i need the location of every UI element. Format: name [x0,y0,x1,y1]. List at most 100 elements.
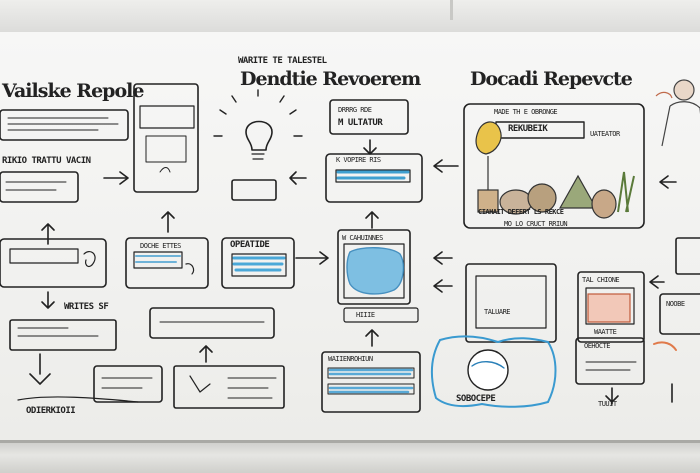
left-text-box [0,171,79,203]
phone-icon [159,167,171,173]
cloud-globe [467,349,509,391]
far-right-box [659,293,700,335]
arrow-left-far [659,175,677,189]
blue-bars-center-bottom [328,368,414,394]
arrow-up-col2-b [199,345,213,363]
center-bottom-bar-2 [327,383,415,395]
veg-corn-icon [475,121,502,155]
arrow-left-right-col-c [433,279,453,293]
arrow-down-right [605,387,619,405]
blue-col2 [135,255,181,263]
arrow-up-center [365,211,379,229]
right-photo-frame [463,103,645,229]
right-panel [465,263,557,343]
lightbulb-rays [213,89,303,137]
center-panel-label: W CAHUINNES [342,234,383,242]
col2-card-inner [133,251,183,269]
arrow-left-right-col-b [433,251,453,265]
header-left: Vailske Repole [2,80,144,102]
arrow-right-center [295,251,329,265]
center-top-box-label-2: M ULTATUR [338,118,383,128]
header-right: Docadi Repevcte [470,68,633,90]
blue-highlight-center-mid [336,170,410,180]
right-small-box-inner [585,287,635,325]
left-notes-box [0,109,129,141]
left-underline [17,396,139,403]
bottom-right-lines [585,361,637,371]
whiteboard-tray [0,440,700,473]
left-card-squiggle [83,250,96,268]
whiteboard: Vailske Repole WARITE TE TALESTEL Dendti… [0,32,700,440]
lightbulb-base [251,153,265,160]
center-mid-bar [335,169,411,183]
left-mid-label: WRITES SF [64,302,109,312]
orange-mark-far-right [653,341,677,351]
right-photo-label: REKUBEIK [508,124,548,134]
col2-card-arrow [185,263,195,275]
veg-pot [477,189,499,213]
header-center-small: WARITE TE TALESTEL [238,56,327,66]
left-card [0,238,107,288]
right-photo-title: MADE TH E OBRONGE [494,108,558,116]
bottom-right-box [575,337,645,385]
bottom-right-caption: TUUIT [598,400,617,408]
far-right-card [675,237,700,275]
cloud-globe-curve [471,361,505,369]
col2-wide-box [149,307,275,339]
arrow-down-left [41,291,55,309]
center-panel-caption: HIIIE [356,311,375,319]
left-text-lines [5,181,67,191]
center-bottom-bar-1 [327,367,415,379]
center-mid-label: K VOPIRE RIS [336,156,381,164]
right-panel-inner [475,275,547,329]
left-caption: RIKIO TRATTU VACIN [2,156,91,166]
col2-card [125,237,209,289]
center-panel-caption-box [343,307,419,323]
arrow-up-col2 [161,211,175,233]
left-card-inner [9,248,79,264]
center-bottom-label: WAIIENROHIUN [328,355,373,363]
whiteboard-drawings [0,79,700,413]
right-photo-side: UATEATOR [590,130,620,138]
col2-bottom-lines [101,377,153,389]
center-panel-inner [343,243,405,299]
col2-bottom-panel-lines [227,377,277,399]
blue-blob-center [346,247,405,295]
col2-bottom-sketch [189,375,211,393]
blue-highlight-col3 [232,256,286,272]
right-caption: CIAHAIT DEFERT LS REKCE [478,208,564,216]
arrow-down-center [363,139,377,155]
center-bottom-box [321,351,421,413]
arrow-left-right-col [433,159,459,173]
right-small-box-caption: WAATTE [594,328,617,336]
phone-screen [145,135,187,163]
right-caption-2: MO LO CRUCT RRIUN [504,220,568,228]
col3-box-label: OPEATIDE [230,240,270,250]
center-top-box-label: DRRRG RDE [338,106,372,114]
arrow-left-far-b [649,275,665,289]
blue-cloud-bottom [430,335,557,408]
bottom-right-box-label: OEHOCTE [584,342,611,350]
right-small-box-label: TAL CHIONE [582,276,620,284]
veg-squash-icon [591,189,617,219]
arrow-down-left-2 [29,353,51,385]
bottom-cloud-label: SOBOCEPE [456,394,496,404]
left-bottom-text: ODIERKIOII [26,406,76,416]
header-center: Dendtie Revoerem [240,68,421,90]
far-right-box-label: NOOBE [666,300,685,308]
veg-herbs-icon [617,171,635,213]
col2-bottom-box [93,365,163,403]
phone-sketch [133,83,199,193]
arrow-up-left [41,223,55,245]
lightbulb-label-box [231,179,277,201]
arrow-right-col2 [103,171,129,185]
veg-onion-icon [527,183,557,213]
frame-clip [450,0,453,20]
arrow-up-center-b [365,329,379,347]
center-panel [337,229,411,305]
left-bottom-box [9,319,117,351]
col3-card [221,237,295,289]
arrow-left-bulb [289,171,307,185]
phone-header [139,105,195,129]
lightbulb-icon [245,120,273,151]
